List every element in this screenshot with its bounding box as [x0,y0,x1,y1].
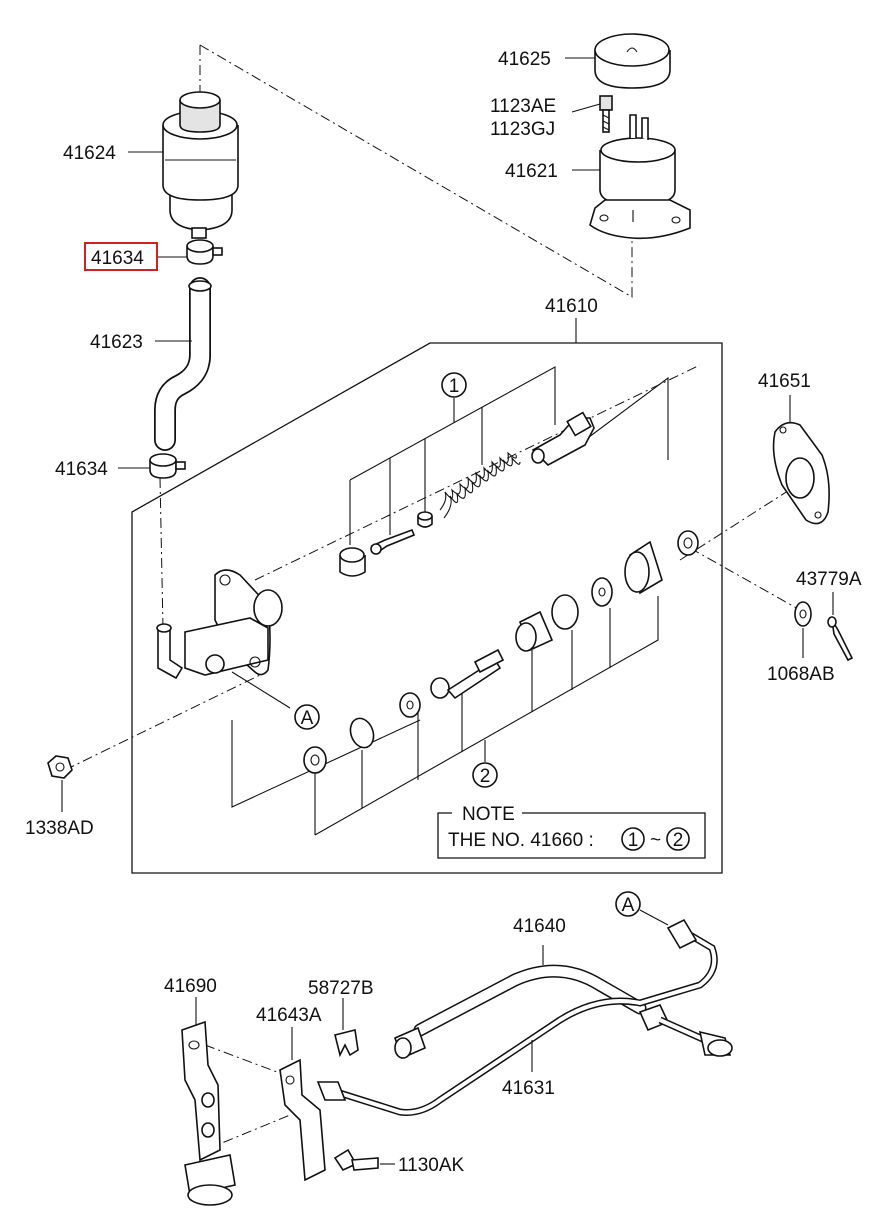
master-cylinder-body[interactable] [156,569,291,709]
bolt-1130ak[interactable] [333,1148,395,1172]
note-title: NOTE [462,804,515,825]
group2-callout: 2 [472,762,498,788]
reservoir-bracket-41621[interactable] [572,114,691,240]
ref-a-top-label: A [301,708,314,729]
label-41634-bottom: 41634 [55,459,108,480]
group2-label: 2 [480,766,491,787]
master-cylinder-box-41610 [131,318,723,874]
label-41621: 41621 [505,161,558,182]
label-41690: 41690 [164,976,217,997]
label-1123ae: 1123AE [490,96,556,117]
label-1130ak: 1130AK [398,1155,465,1176]
dash-lines [64,44,806,1151]
note-range-end: 2 [673,830,684,851]
label-41624: 41624 [63,143,116,164]
label-41610: 41610 [545,296,598,317]
bolt-1123ae[interactable] [571,95,613,133]
gasket-41651[interactable] [772,395,830,525]
group1-callout: 1 [441,372,467,398]
ref-a-bottom: A [615,891,669,926]
washer-1068ab[interactable] [794,601,812,658]
label-41640: 41640 [513,916,566,937]
hose-clamp-41634-bottom[interactable] [118,453,186,479]
group1-parts[interactable] [339,411,595,577]
split-pin-43779a[interactable] [827,592,854,662]
label-1068ab: 1068AB [767,664,835,685]
label-41651: 41651 [758,371,811,392]
bracket-41690[interactable] [181,997,236,1206]
hose-clamp-41634-top[interactable] [158,239,223,265]
label-1338ad: 1338AD [25,818,94,839]
group1-leader [349,366,669,545]
label-58727b: 58727B [308,978,374,999]
label-43779a: 43779A [796,569,862,590]
label-1123gj: 1123GJ [490,119,555,140]
highlight-box-41634 [84,242,158,271]
clip-58727b[interactable] [334,998,359,1058]
note-box: NOTE THE NO. 41660 : 1 ~ 2 [437,804,706,859]
group1-label: 1 [449,376,460,397]
label-41623: 41623 [90,332,143,353]
hose-41623[interactable] [154,277,212,451]
note-range-sep: ~ [650,830,661,851]
label-41631: 41631 [502,1078,555,1099]
reservoir-41624[interactable] [128,91,239,239]
label-41643a: 41643A [256,1005,322,1026]
bracket-41643a[interactable] [279,1027,326,1182]
nut-1338ad[interactable] [47,755,73,812]
part-labels: 41625 1123AE 1123GJ 41621 41624 41634 41… [25,49,862,1176]
ref-a-bottom-label: A [622,895,635,916]
reservoir-cap-41625[interactable] [565,33,671,89]
label-41625: 41625 [498,49,551,70]
note-range-start: 1 [628,830,639,851]
group2-leader [231,596,659,836]
clutch-pipe-41640[interactable] [316,918,733,1116]
group2-parts[interactable] [303,530,699,774]
note-text: THE NO. 41660 : [448,830,594,851]
ref-a-top: A [294,704,320,730]
label-41634-top[interactable]: 41634 [91,248,144,269]
